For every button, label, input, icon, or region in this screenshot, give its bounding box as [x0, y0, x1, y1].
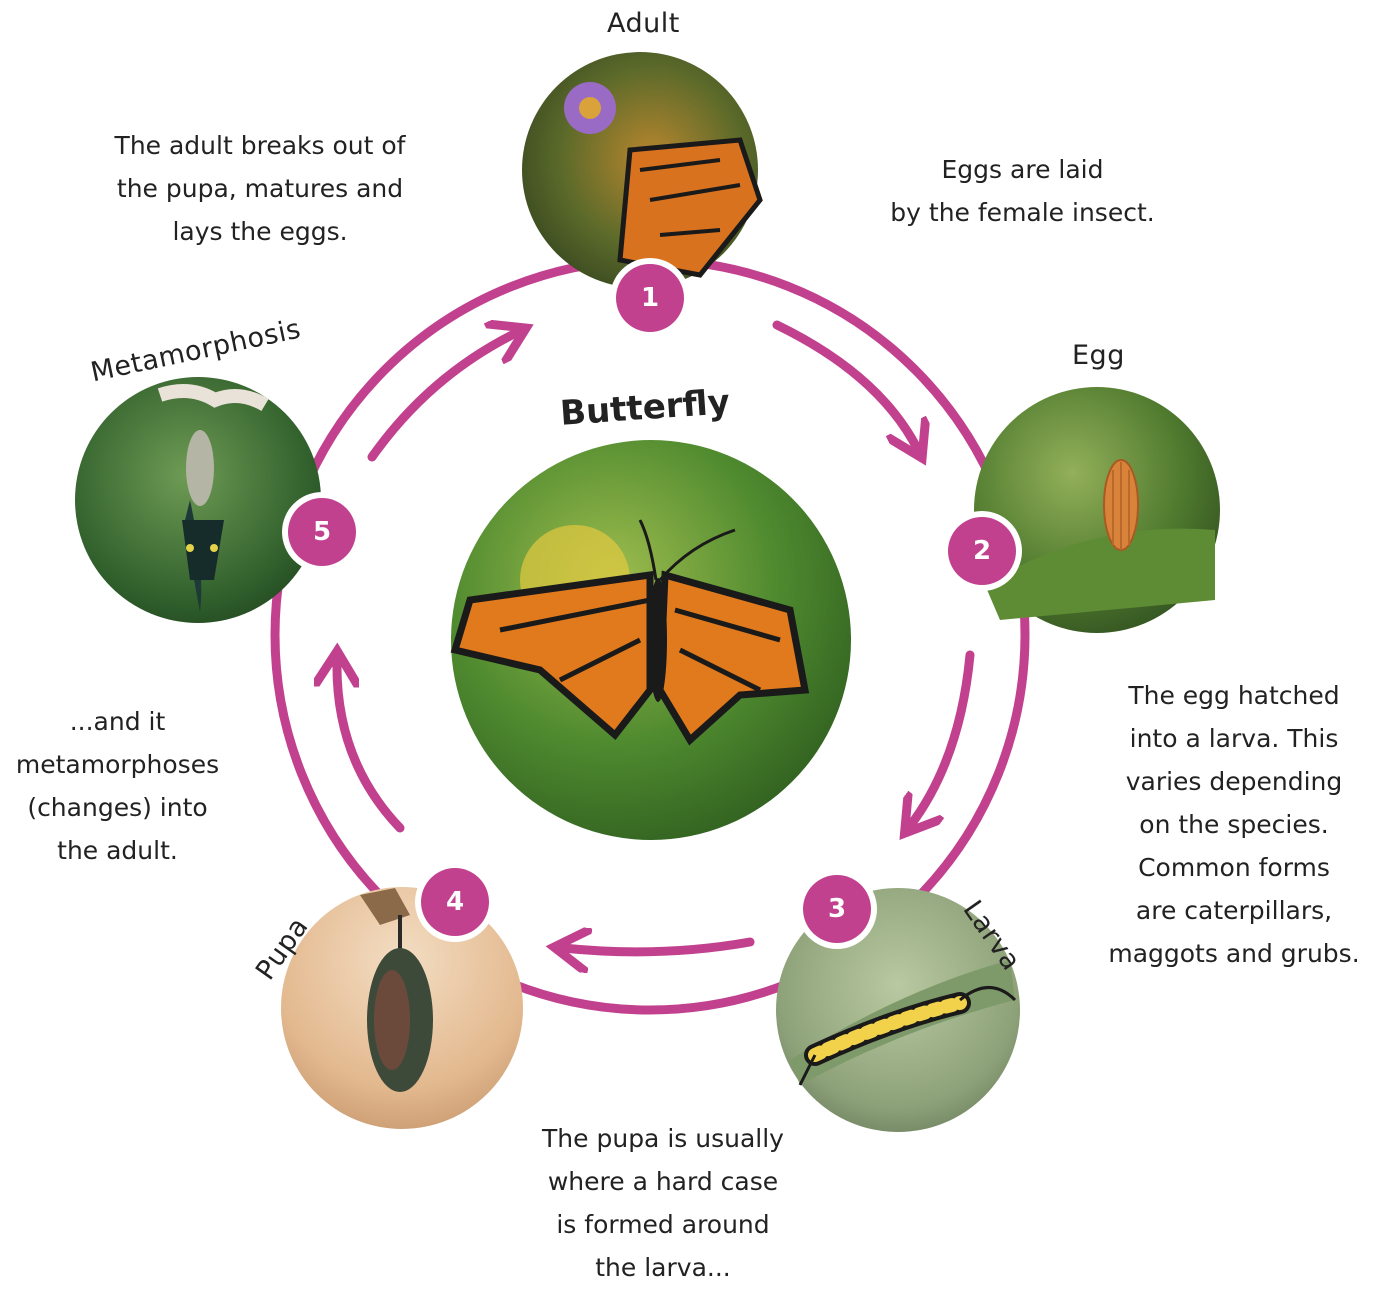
- description-metamorphosis: ...and it metamorphoses (changes) into t…: [15, 707, 220, 865]
- arrow-larva-to-pupa: [563, 942, 755, 952]
- stage-label-egg: Egg: [1072, 340, 1125, 371]
- badge-5: 5: [282, 492, 362, 572]
- cycle-arrows: [337, 320, 975, 952]
- badge-1: 1: [610, 258, 690, 338]
- badge-2: 2: [942, 511, 1022, 591]
- stage-label-adult: Adult: [607, 8, 680, 39]
- svg-text:4: 4: [446, 887, 464, 917]
- arrow-metamorphosis-to-adult: [367, 332, 518, 462]
- egg-photo: [974, 387, 1220, 633]
- arrow-adult-to-egg: [772, 320, 918, 450]
- svg-text:3: 3: [828, 894, 846, 924]
- arrow-egg-to-larva: [910, 650, 975, 826]
- description-egg: Eggs are laid by the female insect.: [890, 155, 1155, 227]
- center-butterfly-photo: [450, 440, 851, 840]
- metamorphosis-photo: [75, 377, 321, 623]
- description-adult: The adult breaks out of the pupa, mature…: [114, 131, 406, 246]
- description-larva: The egg hatched into a larva. This varie…: [1108, 681, 1360, 968]
- arrow-pupa-to-metamorphosis: [337, 660, 405, 833]
- pupa-photo: [281, 887, 523, 1129]
- svg-text:5: 5: [313, 517, 331, 547]
- badge-3: 3: [797, 869, 877, 949]
- svg-text:1: 1: [641, 283, 659, 313]
- adult-photo: [522, 52, 763, 288]
- badge-4: 4: [415, 862, 495, 942]
- description-pupa: The pupa is usually where a hard case is…: [542, 1124, 784, 1282]
- svg-text:2: 2: [973, 536, 991, 566]
